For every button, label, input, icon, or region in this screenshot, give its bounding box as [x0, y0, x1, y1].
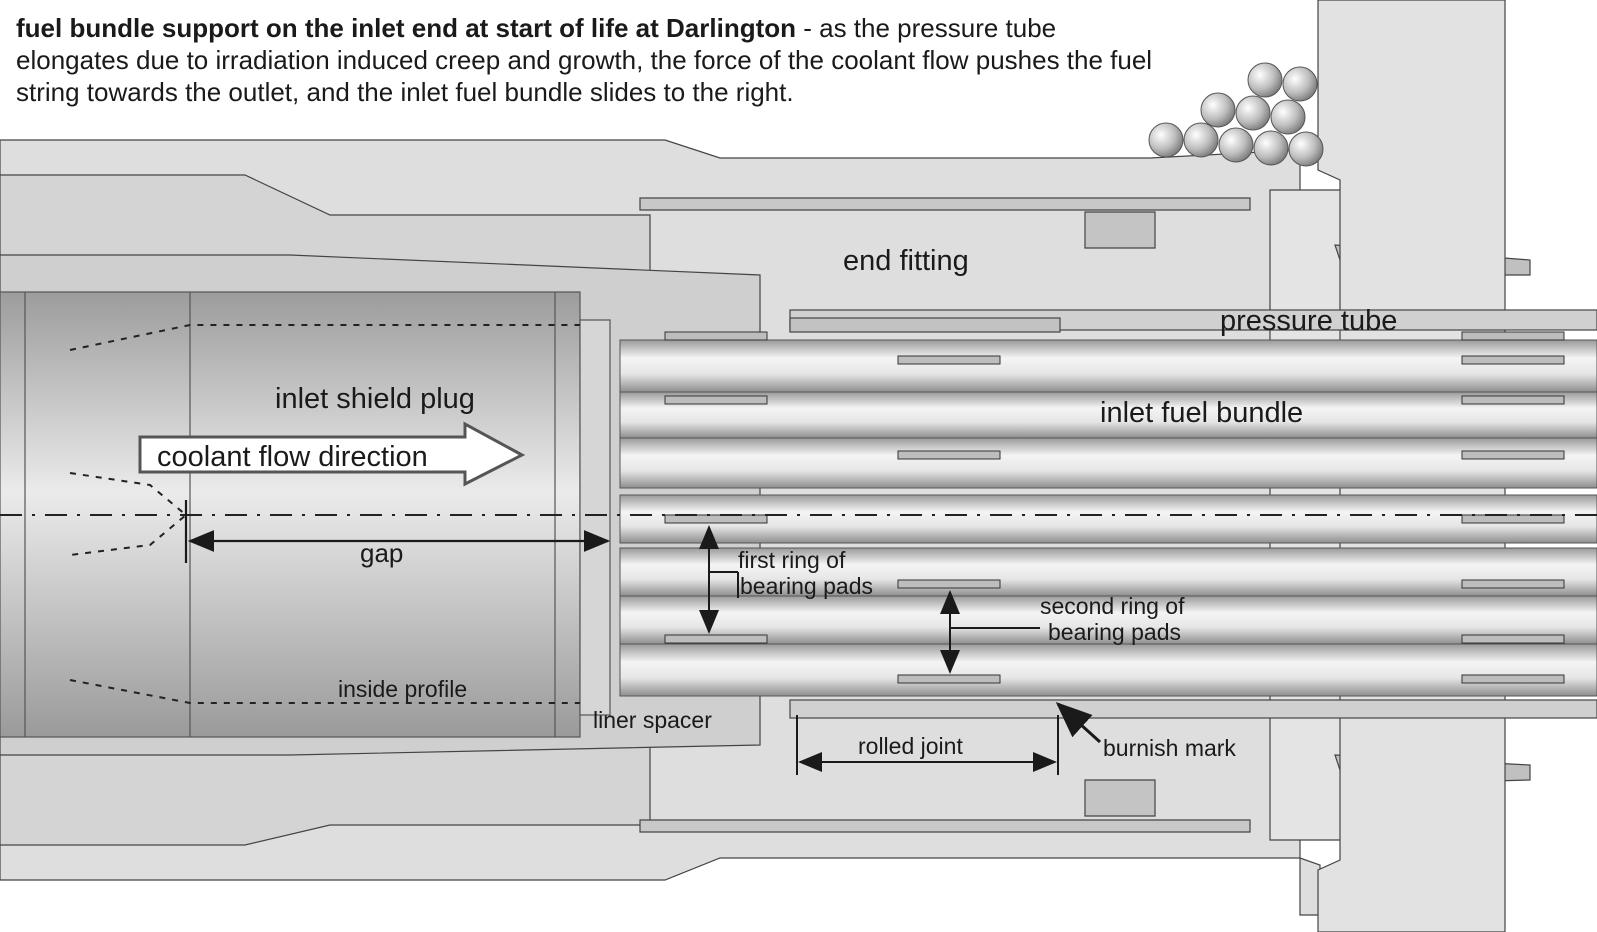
inlet-fuel-bundle	[619, 339, 1597, 697]
label-inside-profile: inside profile	[338, 676, 467, 702]
shielding-balls	[1148, 62, 1324, 167]
gap-dimension	[184, 500, 611, 563]
caption-rest: - as the pressure tube elongates due to …	[16, 13, 1153, 107]
first-ring-arrow	[699, 525, 739, 634]
second-ring-arrow	[940, 590, 1040, 674]
label-end-fitting: end fitting	[843, 245, 969, 277]
burnish-mark-leader	[1055, 701, 1102, 744]
label-first-ring-1: first ring of	[738, 547, 846, 573]
label-liner-spacer: liner spacer	[593, 707, 712, 733]
label-burnish-mark: burnish mark	[1103, 735, 1236, 761]
inside-profile-lines	[69, 324, 580, 704]
caption-bold: fuel bundle support on the inlet end at …	[16, 13, 796, 43]
label-second-ring-1: second ring of	[1040, 593, 1185, 619]
diagram-caption: fuel bundle support on the inlet end at …	[16, 12, 1176, 108]
label-inlet-fuel-bundle: inlet fuel bundle	[1100, 397, 1303, 429]
label-inlet-shield-plug: inlet shield plug	[275, 383, 475, 415]
label-second-ring-2: bearing pads	[1048, 619, 1181, 645]
pressure-tube	[789, 309, 1597, 719]
label-pressure-tube: pressure tube	[1220, 305, 1397, 337]
coolant-flow-arrow	[138, 421, 526, 487]
label-gap: gap	[360, 538, 403, 568]
label-rolled-joint: rolled joint	[858, 733, 963, 759]
bearing-pads	[664, 331, 1565, 684]
label-first-ring-2: bearing pads	[740, 573, 873, 599]
label-coolant-flow: coolant flow direction	[157, 441, 428, 473]
